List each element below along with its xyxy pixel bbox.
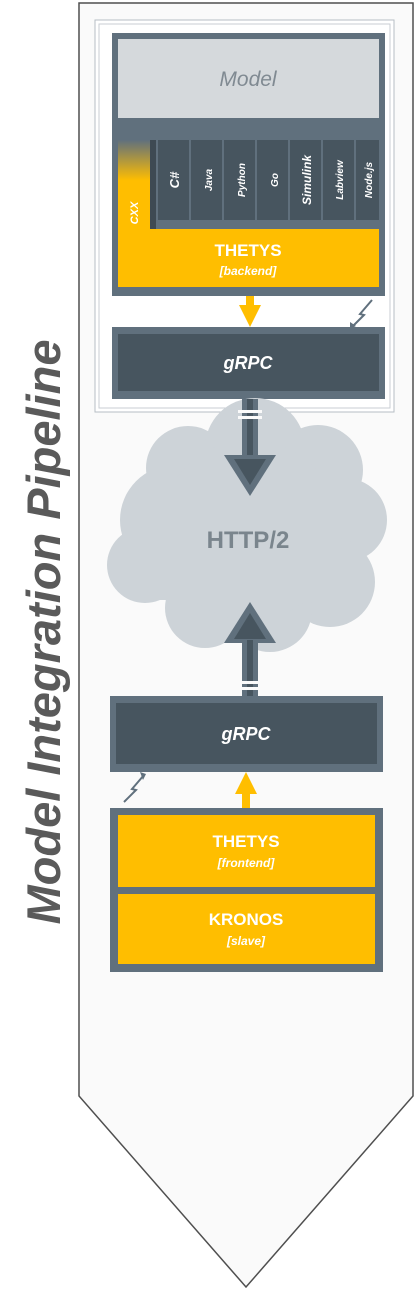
backend-name: THETYS — [214, 241, 281, 260]
language-label-csharp: C# — [167, 171, 182, 188]
grpc-top-box — [118, 334, 379, 391]
language-label-java: Java — [204, 168, 215, 191]
language-tile-labview — [323, 140, 354, 220]
language-label-labview: Labview — [335, 159, 346, 200]
language-tiles — [158, 140, 379, 220]
model-output-arrows — [130, 118, 376, 136]
language-tile-python — [224, 140, 255, 220]
slave-role: [slave] — [226, 934, 266, 948]
language-label-nodejs: Node.js — [364, 162, 375, 199]
frontend-box — [118, 815, 375, 887]
model-box — [118, 39, 379, 118]
model-label: Model — [219, 68, 278, 91]
grpc-to-http-up-arrow — [224, 602, 276, 696]
backend-role: [backend] — [219, 264, 278, 278]
cxx-tile-shadow — [150, 140, 156, 230]
http2-cloud — [107, 398, 387, 652]
backend-to-grpc-arrow — [239, 296, 261, 327]
frontend-name: THETYS — [212, 832, 279, 851]
grpc-bottom-box — [116, 703, 377, 764]
lightning-icon-bottom — [123, 774, 145, 803]
grpc-to-http-arrow — [224, 399, 276, 496]
language-label-python: Python — [237, 163, 248, 197]
pipeline-title: Model Integration Pipeline — [17, 340, 70, 925]
cxx-label: CXX — [129, 201, 141, 224]
frontend-role: [frontend] — [217, 856, 276, 870]
language-tile-csharp — [158, 140, 189, 220]
language-label-simulink: Simulink — [300, 154, 314, 205]
backend-box — [118, 229, 379, 287]
cxx-tile — [118, 140, 150, 230]
grpc-bottom-label: gRPC — [221, 724, 272, 744]
language-tile-go — [257, 140, 288, 220]
grpc-top-label: gRPC — [223, 353, 274, 373]
language-tile-simulink — [290, 140, 321, 220]
language-tile-nodejs — [356, 140, 379, 220]
language-labels: C# Java Python Go Simulink Labview Node.… — [167, 154, 375, 205]
http2-label: HTTP/2 — [207, 527, 290, 554]
slave-box — [118, 894, 375, 964]
slave-name: KRONOS — [209, 910, 284, 929]
frontend-to-grpc-arrow — [235, 772, 257, 813]
language-tile-java — [191, 140, 222, 220]
language-label-go: Go — [270, 173, 281, 187]
lightning-icon — [351, 299, 373, 328]
